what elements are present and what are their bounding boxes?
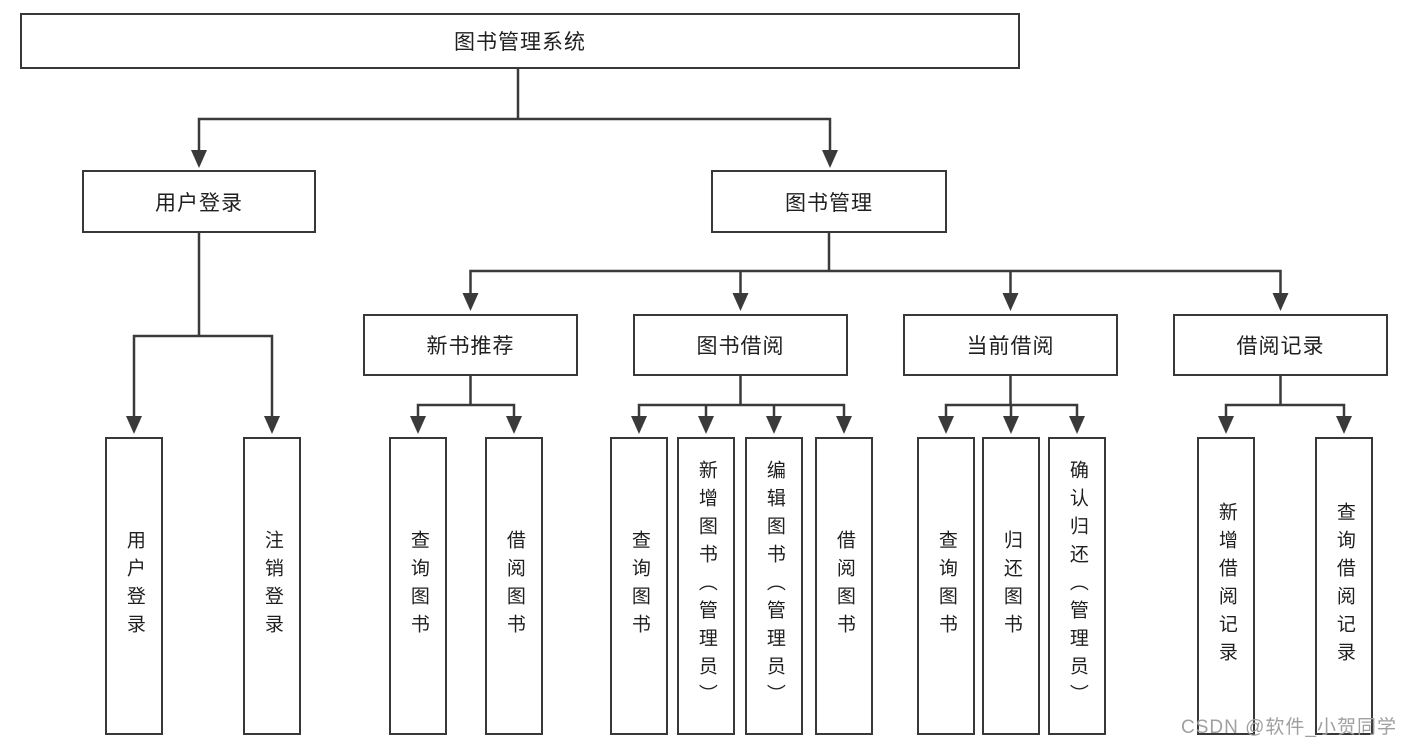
- node-leaf-add-book-admin: 新增图书（管理员）: [677, 437, 735, 735]
- leaf-label: 查询图书: [407, 530, 429, 642]
- node-leaf-add-borrow-record: 新增借阅记录: [1197, 437, 1255, 735]
- leaf-label: 新增借阅记录: [1215, 502, 1237, 670]
- node-leaf-return-book: 归还图书: [982, 437, 1040, 735]
- leaf-label: 用户登录: [123, 530, 145, 642]
- node-leaf-query-borrow-record: 查询借阅记录: [1315, 437, 1373, 735]
- node-leaf-query-book-current: 查询图书: [917, 437, 975, 735]
- node-leaf-user-login: 用户登录: [105, 437, 163, 735]
- leaf-label: 借阅图书: [833, 530, 855, 642]
- leaf-label: 编辑图书（管理员）: [763, 460, 785, 712]
- leaf-label: 归还图书: [1000, 530, 1022, 642]
- node-user-login: 用户登录: [82, 170, 316, 233]
- leaf-label: 确认归还（管理员）: [1066, 460, 1088, 712]
- node-current-borrowing: 当前借阅: [903, 314, 1118, 376]
- node-leaf-logout: 注销登录: [243, 437, 301, 735]
- node-leaf-borrow-book-rec: 借阅图书: [485, 437, 543, 735]
- leaf-label: 查询图书: [628, 530, 650, 642]
- node-new-book-recommend: 新书推荐: [363, 314, 578, 376]
- node-borrowing-records: 借阅记录: [1173, 314, 1388, 376]
- node-book-borrowing: 图书借阅: [633, 314, 848, 376]
- node-root-system: 图书管理系统: [20, 13, 1020, 69]
- leaf-label: 查询图书: [935, 530, 957, 642]
- leaf-label: 新增图书（管理员）: [695, 460, 717, 712]
- arrowheads: [126, 150, 1352, 434]
- node-leaf-confirm-return-admin: 确认归还（管理员）: [1048, 437, 1106, 735]
- leaf-label: 查询借阅记录: [1333, 502, 1355, 670]
- node-book-management: 图书管理: [711, 170, 947, 233]
- leaf-label: 借阅图书: [503, 530, 525, 642]
- node-leaf-query-book-rec: 查询图书: [389, 437, 447, 735]
- node-leaf-edit-book-admin: 编辑图书（管理员）: [745, 437, 803, 735]
- csdn-watermark: CSDN @软件_小贺同学: [1181, 717, 1397, 738]
- node-leaf-query-book-borrow: 查询图书: [610, 437, 668, 735]
- node-leaf-borrow-book: 借阅图书: [815, 437, 873, 735]
- leaf-label: 注销登录: [261, 530, 283, 642]
